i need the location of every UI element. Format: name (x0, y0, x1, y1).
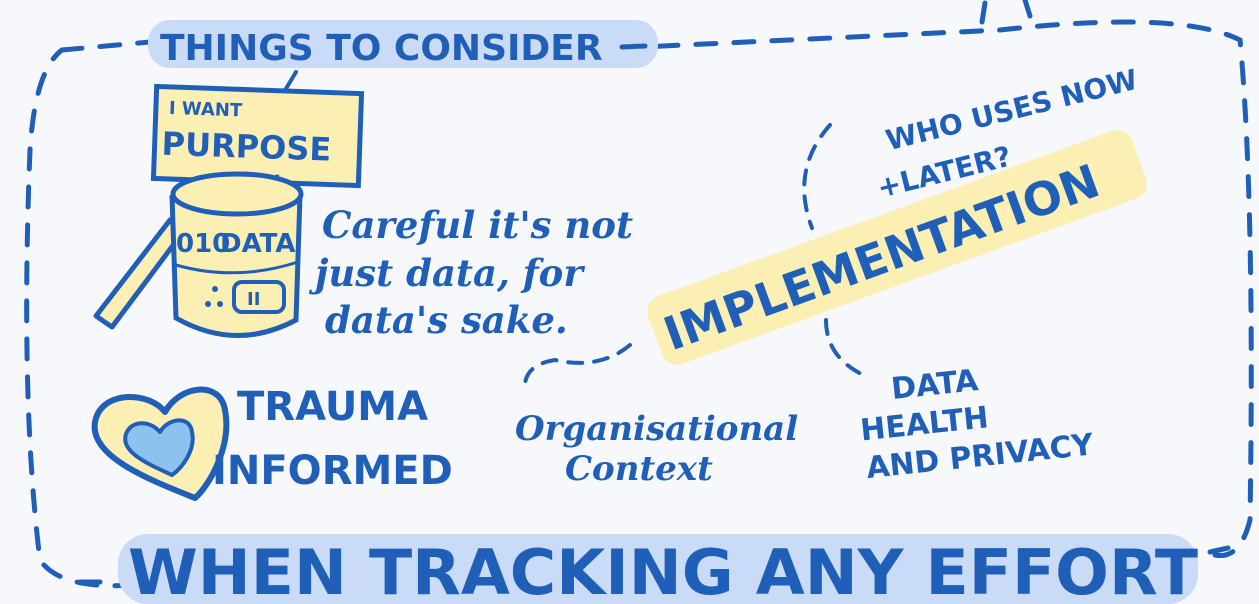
title-text: THINGS TO CONSIDER (160, 28, 603, 69)
footer-text: WHEN TRACKING ANY EFFORT (128, 536, 1198, 604)
careful-note: Careful it's not just data, for data's s… (308, 203, 633, 342)
trauma-line-1: TRAUMA (237, 384, 428, 430)
title-dash (619, 43, 648, 50)
careful-line-2: just data, for (308, 251, 585, 295)
sign-line-2: PURPOSE (161, 125, 332, 169)
org-context-line-2: Context (565, 449, 713, 489)
database-marks: II (247, 289, 260, 310)
connector-org-context (522, 343, 632, 394)
title-highlight (148, 20, 658, 68)
connector-who-uses (802, 123, 832, 230)
implementation-highlight (647, 130, 1147, 365)
database-icon: 010 DATA II (169, 171, 304, 338)
dashed-frame (24, 19, 1254, 589)
org-context-line-1: Organisational (515, 409, 798, 449)
footer-highlight (118, 534, 1198, 604)
database-binary: 010 (176, 229, 230, 259)
database-label: DATA (220, 229, 296, 259)
connector-data-health (824, 318, 872, 380)
data-health-line-1: DATA (890, 363, 981, 407)
sign-line-1: I WANT (169, 98, 244, 122)
footer-dash-right (1207, 545, 1231, 555)
sign-post (93, 217, 186, 330)
heart-icon (91, 386, 230, 501)
trauma-line-2: INFORMED (212, 448, 453, 494)
careful-line-3: data's sake. (325, 298, 568, 342)
frame-top-ticks (979, 0, 1033, 25)
careful-line-1: Careful it's not (322, 203, 633, 247)
